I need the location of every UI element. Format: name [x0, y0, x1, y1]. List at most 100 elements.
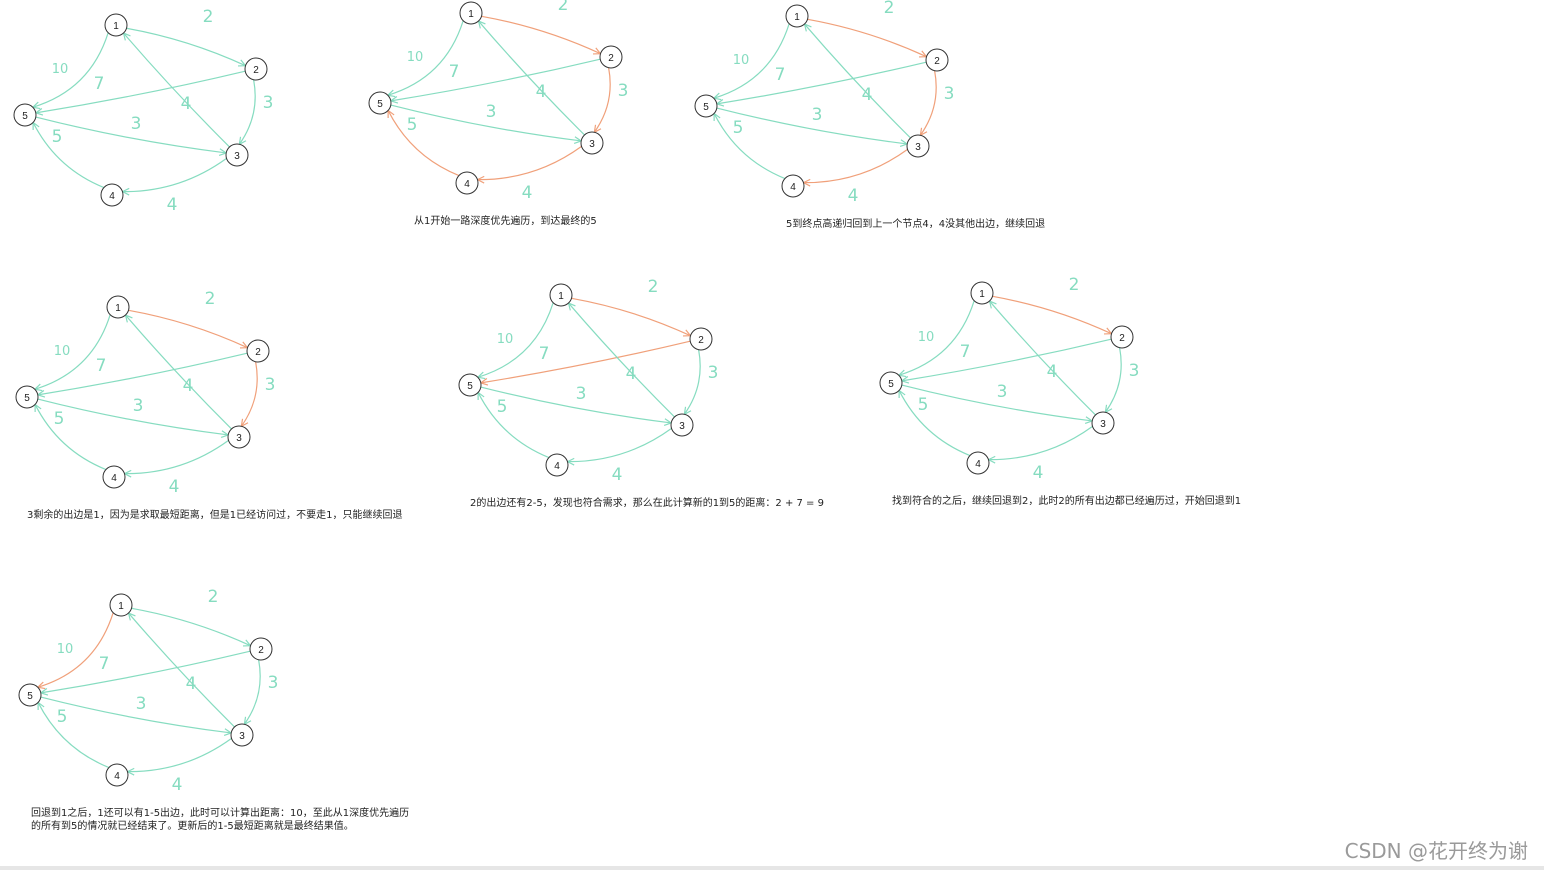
node-label: 3 [679, 421, 685, 432]
node-circle [1110, 325, 1134, 349]
edge-weight-1-2: 2 [648, 277, 659, 297]
edge-weight-4-5: 5 [497, 397, 508, 417]
node-1: 1 [459, 1, 483, 25]
edge-weight-5-3: 3 [997, 382, 1008, 402]
node-label: 5 [467, 381, 473, 392]
edge-weight-5-3: 3 [136, 694, 147, 714]
edge-weight-4-5: 5 [54, 409, 65, 429]
node-label: 5 [27, 691, 33, 702]
edge-3-1 [478, 21, 585, 136]
node-1: 1 [785, 4, 809, 28]
edge-1-2 [131, 607, 250, 645]
edge-2-3 [920, 70, 937, 136]
bottom-divider [0, 866, 1544, 870]
caption-panel-4: 3剩余的出边是1，因为是求取最短距离，但是1已经访问过，不要走1，只能继续回退 [27, 510, 403, 521]
edge-weight-2-5: 7 [539, 344, 550, 364]
node-4: 4 [105, 763, 129, 787]
edge-weight-4-5: 5 [733, 118, 744, 138]
edge-weight-1-2: 2 [203, 7, 214, 27]
edge-weight-3-4: 4 [612, 465, 623, 485]
node-2: 2 [1110, 325, 1134, 349]
node-3: 3 [230, 723, 254, 747]
node-label: 4 [554, 461, 560, 472]
edge-4-5 [388, 110, 460, 177]
edge-weight-3-1: 4 [181, 94, 192, 114]
edge-weight-4-5: 5 [918, 395, 929, 415]
node-label: 2 [934, 56, 940, 67]
node-label: 4 [464, 179, 470, 190]
node-label: 4 [109, 191, 115, 202]
node-circle [694, 94, 718, 118]
node-circle [18, 683, 42, 707]
node-label: 1 [118, 601, 124, 612]
node-5: 5 [18, 683, 42, 707]
edge-weight-5-3: 3 [812, 105, 823, 125]
edge-weight-1-5: 10 [497, 332, 514, 347]
edge-weight-3-4: 4 [172, 775, 183, 795]
node-3: 3 [227, 425, 251, 449]
edge-weight-1-5: 10 [918, 330, 935, 345]
edge-5-3 [901, 384, 1092, 421]
edge-3-1 [989, 301, 1096, 416]
node-label: 3 [239, 731, 245, 742]
edge-weight-2-3: 3 [263, 93, 274, 113]
edge-weight-3-1: 4 [1047, 362, 1058, 382]
node-circle [109, 593, 133, 617]
node-label: 2 [255, 347, 261, 358]
node-circle [670, 413, 694, 437]
node-2: 2 [246, 339, 270, 363]
edge-2-5 [481, 340, 691, 383]
node-3: 3 [225, 143, 249, 167]
node-circle [925, 48, 949, 72]
edge-1-2 [571, 297, 690, 335]
edge-2-5 [38, 352, 248, 395]
edge-weight-1-5: 10 [407, 50, 424, 65]
edge-weight-2-5: 7 [96, 356, 107, 376]
edge-weight-4-5: 5 [52, 127, 63, 147]
node-label: 5 [703, 102, 709, 113]
edge-weight-1-5: 10 [52, 62, 69, 77]
node-5: 5 [694, 94, 718, 118]
edge-weight-2-3: 3 [1129, 361, 1140, 381]
node-circle [102, 465, 126, 489]
edge-5-3 [37, 398, 228, 435]
node-circle [785, 4, 809, 28]
node-label: 1 [979, 289, 985, 300]
node-circle [879, 371, 903, 395]
edge-2-3 [244, 659, 261, 725]
edge-4-5 [478, 392, 550, 459]
edge-1-2 [992, 295, 1111, 333]
node-1: 1 [106, 295, 130, 319]
edge-weight-2-5: 7 [99, 654, 110, 674]
edge-5-3 [35, 116, 226, 153]
edge-1-5 [35, 314, 111, 390]
edge-weight-2-3: 3 [944, 84, 955, 104]
edge-weight-2-5: 7 [94, 74, 105, 94]
csdn-watermark: CSDN @花开终为谢 [1344, 839, 1528, 863]
node-circle [549, 283, 573, 307]
node-label: 2 [258, 645, 264, 656]
node-circle [246, 339, 270, 363]
edge-3-1 [804, 24, 911, 139]
node-circle [458, 373, 482, 397]
node-label: 3 [915, 142, 921, 153]
node-3: 3 [1091, 411, 1115, 435]
node-circle [104, 13, 128, 37]
node-label: 3 [1100, 419, 1106, 430]
edge-3-4 [567, 427, 672, 461]
edge-1-5 [38, 612, 114, 688]
node-5: 5 [368, 91, 392, 115]
edge-2-5 [717, 61, 927, 104]
node-label: 3 [234, 151, 240, 162]
edge-1-5 [478, 302, 554, 378]
node-label: 4 [114, 771, 120, 782]
edge-2-5 [391, 58, 601, 101]
node-circle [970, 281, 994, 305]
node-circle [599, 45, 623, 69]
node-circle [781, 174, 805, 198]
edge-weight-3-4: 4 [169, 477, 180, 497]
